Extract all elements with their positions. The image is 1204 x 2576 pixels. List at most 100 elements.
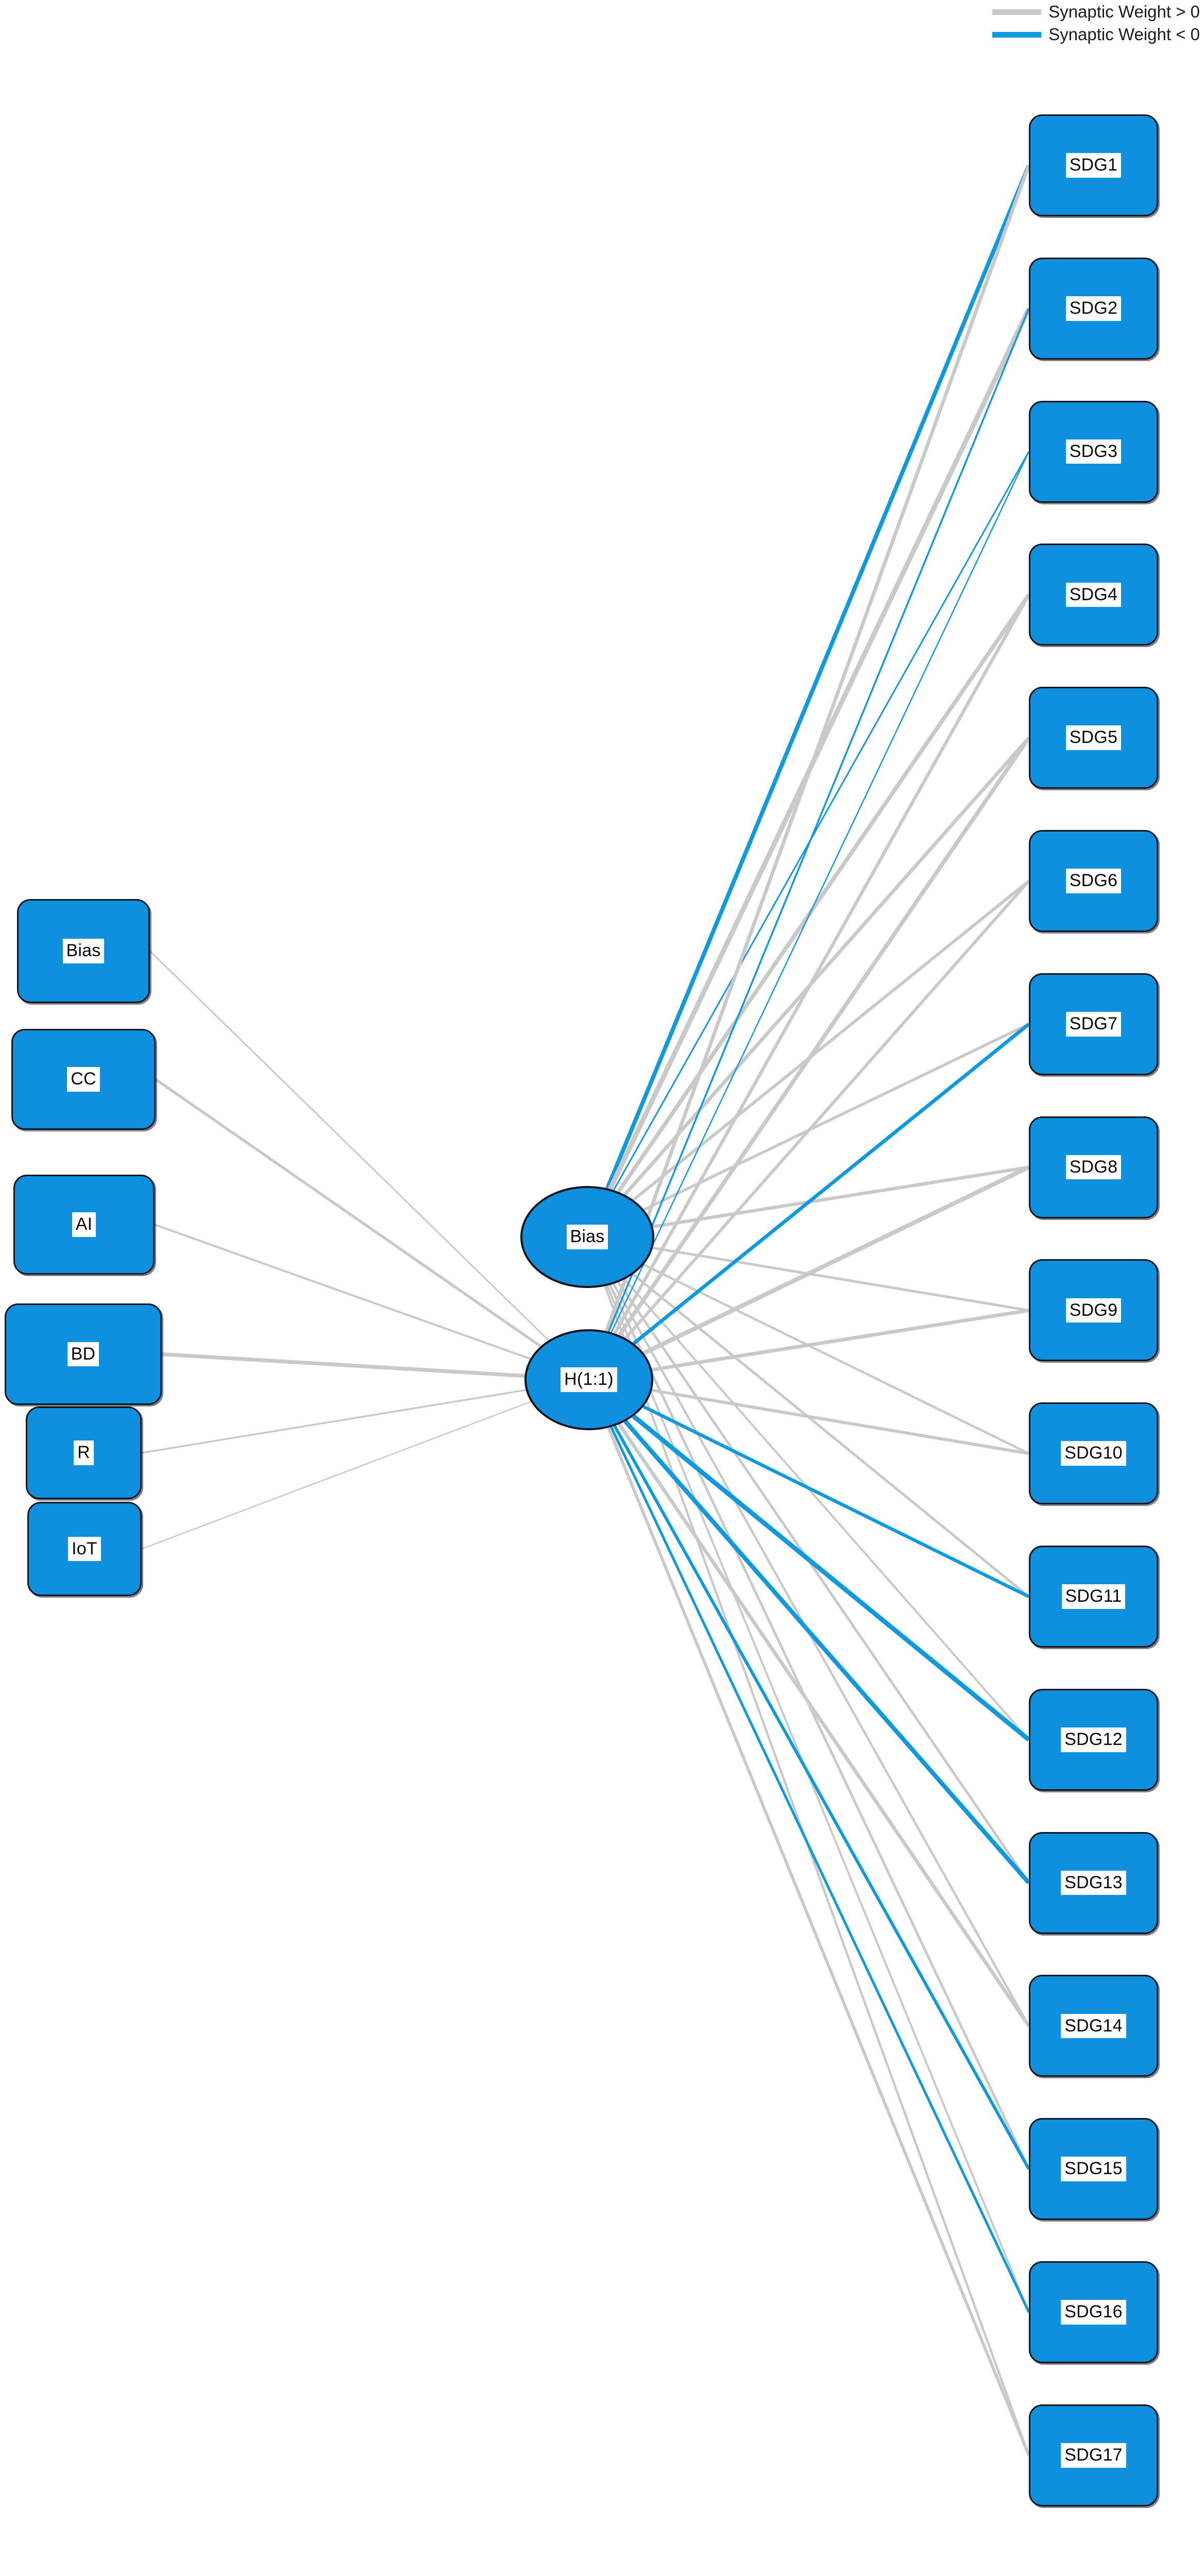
edge-r-to-h-1-1 bbox=[141, 1389, 526, 1454]
input-node-bd[interactable]: BD bbox=[5, 1303, 162, 1405]
edge-bias-to-sdg14 bbox=[613, 1283, 1030, 2027]
node-label: SDG12 bbox=[1061, 1727, 1126, 1752]
edge-bias-to-sdg13 bbox=[617, 1281, 1030, 1884]
node-label: SDG1 bbox=[1065, 153, 1122, 178]
edges-hidden-to-output bbox=[604, 164, 1031, 2456]
output-node-sdg17[interactable]: SDG17 bbox=[1029, 2404, 1158, 2506]
node-label: BD bbox=[67, 1342, 99, 1367]
edge-h11-to-sdg10 bbox=[651, 1388, 1029, 1455]
output-node-sdg15[interactable]: SDG15 bbox=[1029, 2118, 1158, 2221]
output-node-sdg7[interactable]: SDG7 bbox=[1029, 973, 1158, 1075]
node-label: IoT bbox=[68, 1536, 101, 1562]
output-node-sdg11[interactable]: SDG11 bbox=[1029, 1546, 1158, 1648]
edge-h11-to-sdg4 bbox=[613, 594, 1030, 1334]
edge-h11-to-sdg15 bbox=[613, 1425, 1030, 2170]
edge-bias-to-sdg8 bbox=[652, 1165, 1029, 1229]
edge-h11-to-sdg3 bbox=[611, 451, 1030, 1333]
input-node-ai[interactable]: AI bbox=[13, 1175, 155, 1275]
edge-bias-to-sdg6 bbox=[632, 879, 1030, 1201]
edge-h11-to-sdg11 bbox=[642, 1405, 1030, 1598]
node-label: SDG7 bbox=[1065, 1012, 1122, 1037]
edge-ai-to-h-1-1 bbox=[154, 1224, 531, 1360]
legend-item-negative: Synaptic Weight < 0 bbox=[992, 25, 1200, 44]
edge-bd-to-h-1-1 bbox=[161, 1352, 525, 1378]
node-label: SDG13 bbox=[1061, 1870, 1126, 1895]
output-node-sdg8[interactable]: SDG8 bbox=[1029, 1116, 1158, 1218]
node-label: SDG6 bbox=[1065, 869, 1122, 893]
edge-bias-to-sdg17 bbox=[604, 1285, 1030, 2456]
edge-bias-to-sdg3 bbox=[613, 451, 1030, 1191]
edge-h11-to-sdg6 bbox=[624, 880, 1030, 1340]
input-node-r[interactable]: R bbox=[26, 1406, 142, 1499]
input-node-bias-input[interactable]: Bias bbox=[17, 899, 150, 1003]
gray-line-swatch-icon bbox=[992, 9, 1042, 15]
legend-label-negative: Synaptic Weight < 0 bbox=[1048, 25, 1200, 44]
node-label: SDG5 bbox=[1065, 725, 1122, 750]
output-node-sdg5[interactable]: SDG5 bbox=[1029, 687, 1158, 789]
edge-bias-to-sdg5 bbox=[623, 736, 1030, 1196]
edge-h11-to-sdg7 bbox=[632, 1023, 1030, 1345]
output-node-sdg9[interactable]: SDG9 bbox=[1029, 1259, 1158, 1362]
output-node-sdg13[interactable]: SDG13 bbox=[1029, 1832, 1158, 1934]
edge-bias-to-sdg1 bbox=[605, 164, 1031, 1190]
node-label: SDG16 bbox=[1061, 2300, 1126, 2325]
output-node-sdg14[interactable]: SDG14 bbox=[1029, 1975, 1158, 2077]
edge-h11-to-sdg17 bbox=[607, 1427, 1030, 2456]
edge-bias-to-sdg2 bbox=[607, 307, 1031, 1190]
output-node-sdg6[interactable]: SDG6 bbox=[1029, 830, 1158, 932]
output-node-sdg16[interactable]: SDG16 bbox=[1029, 2261, 1158, 2363]
input-node-iot[interactable]: IoT bbox=[27, 1502, 142, 1596]
output-node-sdg10[interactable]: SDG10 bbox=[1029, 1402, 1158, 1505]
edge-h11-to-sdg2 bbox=[607, 308, 1030, 1332]
legend: Synaptic Weight > 0 Synaptic Weight < 0 bbox=[992, 2, 1200, 44]
edge-h11-to-sdg9 bbox=[652, 1308, 1029, 1372]
edge-bias-to-sdg7 bbox=[643, 1023, 1030, 1211]
edge-bias-to-sdg15 bbox=[608, 1284, 1030, 2170]
node-label: Bias bbox=[62, 939, 105, 963]
node-label: AI bbox=[72, 1212, 96, 1237]
edge-h11-to-sdg12 bbox=[632, 1414, 1030, 1742]
node-label: SDG14 bbox=[1061, 2013, 1126, 2039]
legend-label-positive: Synaptic Weight > 0 bbox=[1048, 2, 1200, 21]
hidden-node-h-1-1[interactable]: H(1:1) bbox=[524, 1329, 653, 1430]
node-label: SDG17 bbox=[1061, 2443, 1126, 2468]
output-node-sdg2[interactable]: SDG2 bbox=[1029, 257, 1158, 360]
node-label: SDG10 bbox=[1061, 1441, 1126, 1466]
node-label: SDG9 bbox=[1065, 1298, 1122, 1323]
edge-bias-to-sdg11 bbox=[632, 1273, 1030, 1598]
output-node-sdg12[interactable]: SDG12 bbox=[1029, 1688, 1158, 1791]
input-node-cc[interactable]: CC bbox=[11, 1029, 156, 1130]
edge-h11-to-sdg5 bbox=[617, 736, 1031, 1336]
edge-bias-to-sdg9 bbox=[652, 1246, 1029, 1312]
edge-bias-to-sdg4 bbox=[616, 594, 1031, 1193]
node-label: SDG8 bbox=[1065, 1155, 1122, 1180]
node-label: R bbox=[74, 1440, 94, 1465]
edge-h11-to-sdg13 bbox=[623, 1420, 1031, 1885]
edge-cc-to-h-1-1 bbox=[155, 1078, 541, 1348]
edge-h11-to-sdg8 bbox=[642, 1165, 1030, 1355]
node-label: SDG15 bbox=[1061, 2157, 1126, 2181]
blue-line-swatch-icon bbox=[992, 31, 1042, 38]
node-label: SDG2 bbox=[1065, 296, 1122, 321]
edge-h11-to-sdg16 bbox=[610, 1426, 1030, 2313]
node-label: SDG11 bbox=[1061, 1584, 1126, 1609]
edge-iot-to-h-1-1 bbox=[141, 1401, 531, 1550]
edge-h11-to-sdg1 bbox=[604, 164, 1031, 1332]
edge-h11-to-sdg14 bbox=[617, 1423, 1030, 2027]
node-label: H(1:1) bbox=[561, 1367, 617, 1392]
edges-input-to-hidden bbox=[141, 950, 549, 1550]
hidden-node-bias[interactable]: Bias bbox=[520, 1186, 654, 1288]
node-label: SDG4 bbox=[1065, 582, 1122, 607]
edges-bias-to-output bbox=[604, 164, 1031, 2456]
output-node-sdg1[interactable]: SDG1 bbox=[1029, 114, 1158, 216]
legend-item-positive: Synaptic Weight > 0 bbox=[992, 2, 1200, 22]
node-label: SDG3 bbox=[1065, 439, 1122, 464]
edge-bias-to-sdg12 bbox=[623, 1278, 1030, 1741]
edge-bias-to-sdg10 bbox=[643, 1263, 1029, 1455]
output-node-sdg3[interactable]: SDG3 bbox=[1029, 400, 1158, 503]
node-label: Bias bbox=[566, 1225, 608, 1249]
node-label: CC bbox=[67, 1067, 100, 1092]
output-node-sdg4[interactable]: SDG4 bbox=[1029, 544, 1158, 646]
edge-bias-to-h-1-1 bbox=[149, 950, 549, 1341]
